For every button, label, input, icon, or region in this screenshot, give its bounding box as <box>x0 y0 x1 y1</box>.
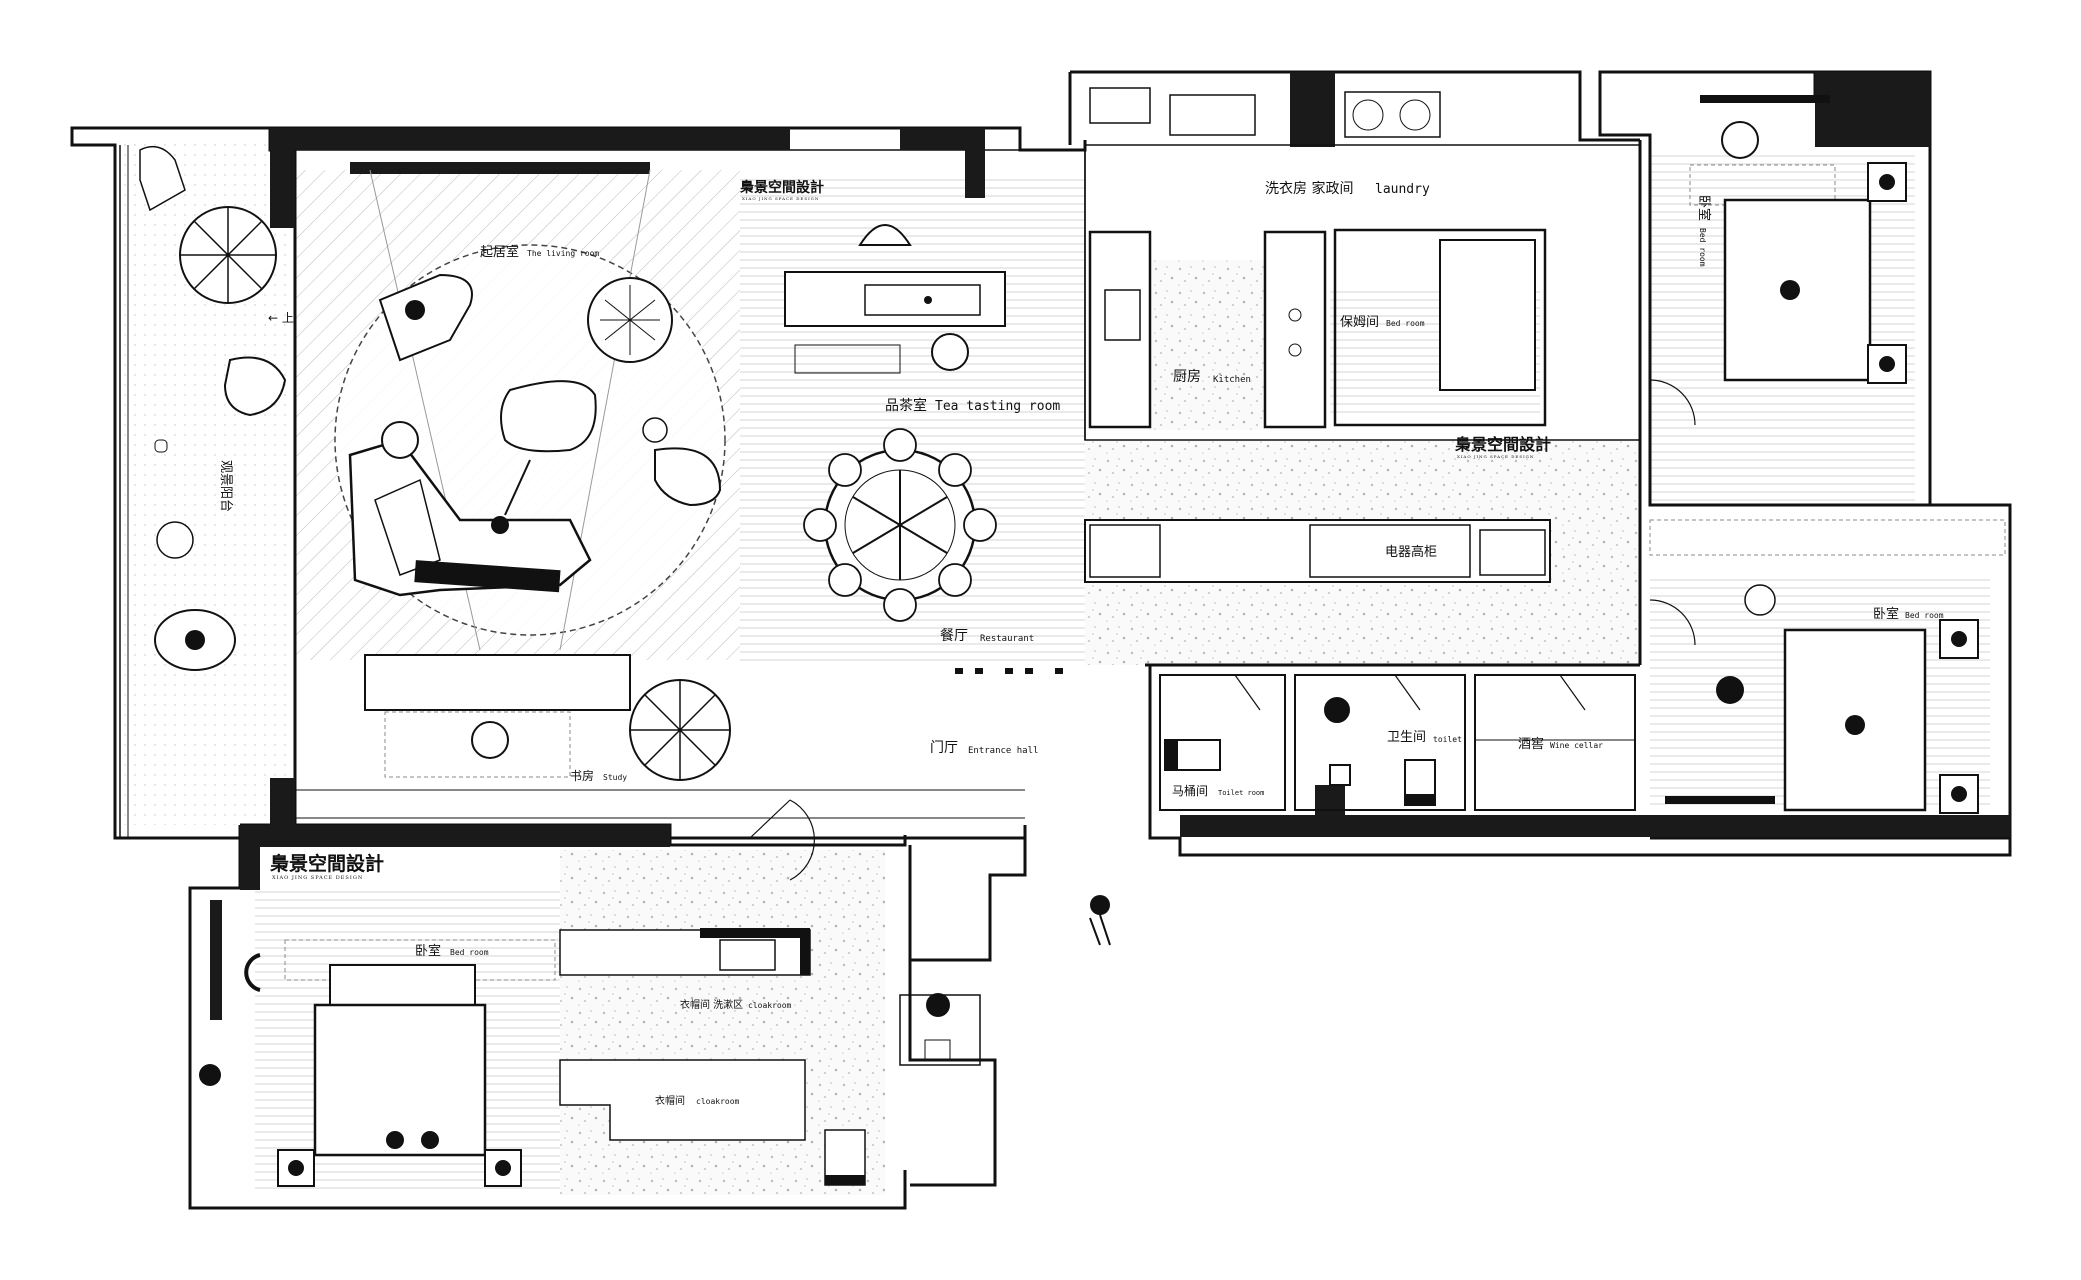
tea-room-label: 品茶室 <box>885 397 927 414</box>
entrance-label: 门厅 <box>930 740 958 756</box>
door-swings <box>749 379 1696 881</box>
balcony-label: 观景阳台 <box>218 460 233 512</box>
nanny-room-label: 保姆间 <box>1340 315 1379 330</box>
entrance-label-en: Entrance hall <box>968 746 1038 756</box>
bedroom-ne-label: 卧室 <box>1696 195 1712 221</box>
svg-text:XIAO JING SPACE DESIGN: XIAO JING SPACE DESIGN <box>742 196 819 201</box>
toilet-label: 卫生间 <box>1387 730 1426 745</box>
cloakroom-label-en: cloakroom <box>696 1097 740 1106</box>
cloak-wash-label: 衣帽间 洗漱区 <box>680 998 743 1011</box>
balcony <box>139 145 287 671</box>
svg-text:梟景空間設計: 梟景空間設計 <box>269 852 384 875</box>
nanny-room-label-en: Bed room <box>1386 319 1425 328</box>
tea-room <box>784 224 1006 374</box>
brand-mark-1: 梟景空間設計 XIAO JING SPACE DESIGN <box>739 179 824 201</box>
laundry-label: 洗衣房 家政间 <box>1265 180 1353 197</box>
appliance-cabinet-label: 电器高柜 <box>1385 544 1437 560</box>
cloak-wash-label-en: cloakroom <box>748 1001 792 1010</box>
bedroom-e <box>1649 519 2006 814</box>
bedroom-e-label-en: Bed room <box>1905 611 1944 620</box>
bedroom-sw-label-en: Bed room <box>450 948 489 957</box>
svg-text:梟景空間設計: 梟景空間設計 <box>1454 435 1551 454</box>
toilet-label-en: toilet <box>1433 735 1462 744</box>
room-labels: 起居室 The living room 品茶室 Tea tasting room… <box>218 180 1944 1107</box>
restaurant <box>803 428 1063 674</box>
wine-cellar-label-en: Wine cellar <box>1550 741 1603 750</box>
stairs-up-label: ← 上 <box>268 311 294 325</box>
kitchen-block <box>1084 87 1641 583</box>
cloakroom-label: 衣帽间 <box>655 1094 685 1107</box>
bedroom-e-label: 卧室 <box>1873 606 1899 622</box>
toilet-room-label-en: Toilet room <box>1218 789 1264 797</box>
person-figure <box>1089 895 1111 946</box>
bedroom-ne-label-en: Bed room <box>1698 228 1707 267</box>
living-room-label: 起居室 <box>480 244 519 260</box>
brand-mark-2: 梟景空間設計 XIAO JING SPACE DESIGN <box>1454 435 1551 459</box>
tea-room-label-en: Tea tasting room <box>935 399 1060 414</box>
toilet-room-label: 马桶间 <box>1172 783 1208 798</box>
bedroom-sw <box>199 939 556 1187</box>
cloakroom <box>559 928 981 1186</box>
bedroom-sw-label: 卧室 <box>415 943 441 959</box>
kitchen-label-en: Kitchen <box>1213 375 1251 385</box>
svg-text:梟景空間設計: 梟景空間設計 <box>739 179 824 196</box>
svg-text:XIAO JING SPACE DESIGN: XIAO JING SPACE DESIGN <box>1457 454 1534 459</box>
bedroom-ne <box>1689 95 1907 384</box>
study-label: 书房 <box>570 768 594 783</box>
coffee-table <box>500 380 597 453</box>
bathrooms <box>1159 674 1636 811</box>
living-room-label-en: The living room <box>527 249 599 258</box>
brand-mark-3: 梟景空間設計 XIAO JING SPACE DESIGN <box>269 852 384 881</box>
wine-cellar-label: 酒窖 <box>1518 736 1544 752</box>
svg-text:XIAO JING SPACE DESIGN: XIAO JING SPACE DESIGN <box>272 875 363 881</box>
laundry-label-en: laundry <box>1375 182 1430 197</box>
study <box>364 654 731 781</box>
restaurant-label: 餐厅 <box>940 628 968 644</box>
study-label-en: Study <box>603 773 627 782</box>
restaurant-label-en: Restaurant <box>980 634 1034 644</box>
living-room <box>334 169 726 651</box>
kitchen-label: 厨房 <box>1173 369 1201 385</box>
